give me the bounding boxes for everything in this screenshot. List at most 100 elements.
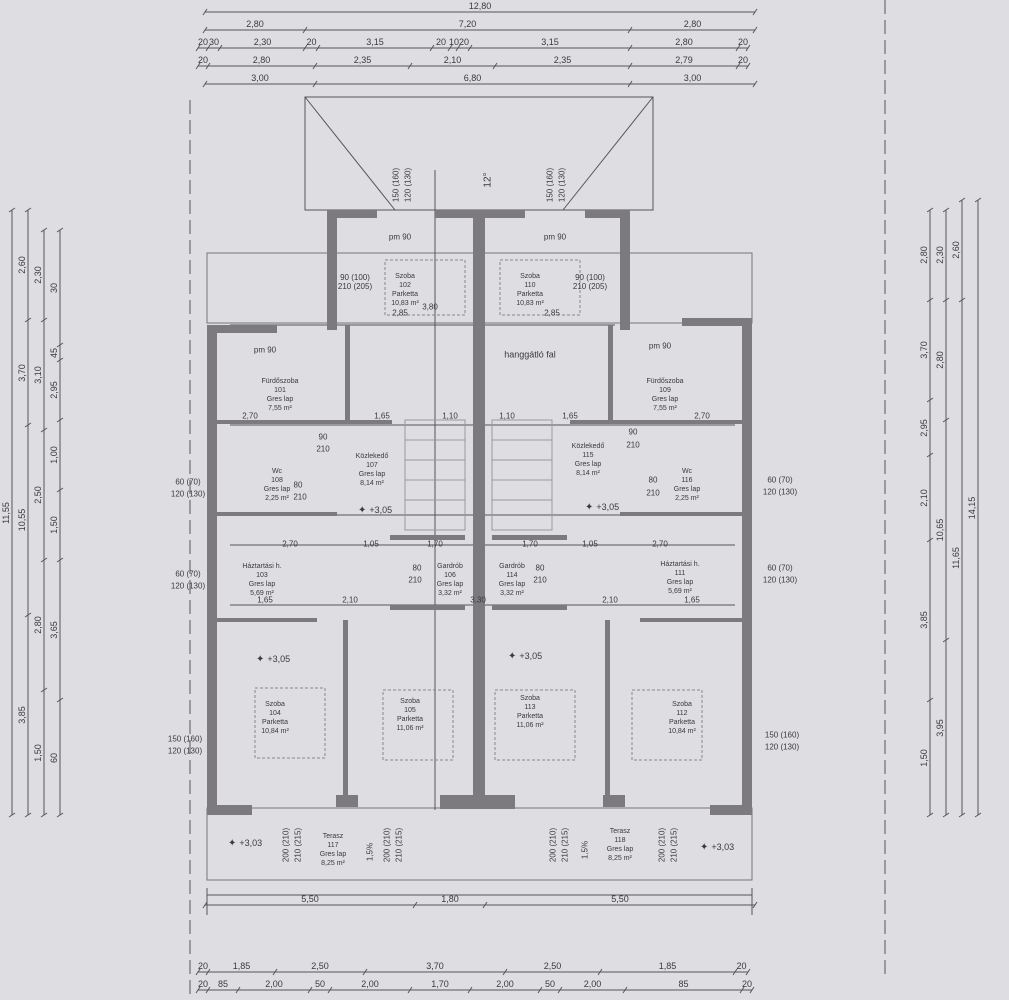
dimension-label: 6,80 bbox=[463, 73, 482, 83]
window-size-label: 120 (130) bbox=[762, 575, 798, 585]
dimension-line bbox=[627, 26, 633, 34]
room-name: Terasz bbox=[322, 833, 344, 840]
dimension-label: 1,85 bbox=[658, 961, 677, 971]
room-name: Wc bbox=[271, 468, 283, 475]
door-size-label: 90 (100) 210 (205) bbox=[337, 273, 373, 291]
dimension-line bbox=[56, 697, 64, 703]
dimension-line bbox=[942, 637, 950, 643]
dimension-line bbox=[926, 207, 934, 213]
room-number: 104 bbox=[269, 710, 281, 717]
room-name: Gardrób bbox=[499, 563, 525, 570]
dimension-line bbox=[40, 687, 48, 693]
dimension-label: 10,55 bbox=[17, 508, 27, 532]
dimension-line bbox=[40, 317, 48, 323]
dimension-label: 2,95 bbox=[49, 381, 59, 399]
dimension-line bbox=[974, 812, 982, 818]
door-height-label: 210 bbox=[626, 440, 640, 450]
room-area: 8,25 m² bbox=[321, 860, 345, 867]
room-floor: Gres lap bbox=[606, 846, 634, 853]
dimension-label: 1,50 bbox=[49, 516, 59, 534]
room-number: 108 bbox=[271, 477, 283, 484]
dimension-label: 2,80 bbox=[683, 19, 702, 29]
dimension-label: 85 bbox=[217, 979, 229, 989]
door-width-label: 80 bbox=[412, 563, 422, 573]
door-width-label: 90 bbox=[318, 432, 328, 442]
dimension-line bbox=[455, 44, 461, 52]
dimension-line bbox=[447, 44, 453, 52]
dimension-line bbox=[942, 297, 950, 303]
room-area: 10,84 m² bbox=[668, 728, 696, 735]
dimension-line bbox=[235, 986, 241, 994]
dimension-line bbox=[407, 62, 413, 70]
dimension-line bbox=[958, 297, 966, 303]
terrace-door-label: 200 (210) bbox=[382, 827, 392, 863]
dimension-label: 1,00 bbox=[49, 446, 59, 464]
dimension-line bbox=[745, 44, 751, 52]
dimension-label: 20 bbox=[197, 961, 209, 971]
dimension-label: 11,65 bbox=[951, 546, 961, 569]
room-area: 8,14 m² bbox=[576, 470, 600, 477]
roof-window-label: 150 (160) bbox=[391, 167, 401, 203]
dimension-line bbox=[56, 342, 64, 348]
dimension-label: 2,80 bbox=[246, 19, 264, 29]
window-size-label: 120 (130) bbox=[167, 746, 203, 756]
room-number: 112 bbox=[676, 710, 688, 717]
dimension-line bbox=[752, 26, 758, 34]
room-floor: Gres lap bbox=[498, 581, 526, 588]
dimension-label: 12,80 bbox=[468, 1, 492, 11]
dimension-line bbox=[315, 44, 321, 52]
slope-label-right: 1,5% bbox=[580, 840, 590, 860]
room-number: 118 bbox=[614, 837, 626, 844]
room-number: 111 bbox=[674, 570, 686, 577]
inner-dimension-label: 1,65 bbox=[684, 595, 700, 605]
dimension-label: 2,80 bbox=[935, 351, 945, 369]
room-name: Gardrób bbox=[437, 563, 463, 570]
dimension-label: 2,80 bbox=[252, 55, 271, 65]
dimension-line bbox=[8, 207, 16, 213]
dimension-line bbox=[56, 487, 64, 493]
room-floor: Gres lap bbox=[248, 581, 276, 588]
dimension-label: 3,15 bbox=[541, 37, 559, 47]
dimension-label: 10,65 bbox=[935, 518, 945, 542]
elevation-marker: +3,05 bbox=[585, 502, 619, 513]
inner-dimension-label: 2,70 bbox=[282, 539, 298, 549]
room-name: Szoba bbox=[265, 701, 285, 708]
dimension-line bbox=[974, 197, 982, 203]
inner-dimension-label: 2,70 bbox=[694, 411, 710, 421]
dimension-label: 2,60 bbox=[951, 241, 961, 259]
dimension-label: 20 bbox=[306, 37, 317, 47]
dimension-label: 30 bbox=[49, 282, 59, 293]
dimension-line bbox=[482, 901, 488, 909]
dimension-line bbox=[958, 812, 966, 818]
window-size-label: 120 (130) bbox=[762, 487, 798, 497]
door-width-label: 90 bbox=[628, 427, 638, 437]
dimension-label: 20 bbox=[737, 55, 749, 65]
room-floor: Gres lap bbox=[263, 486, 291, 493]
dimension-label: 2,30 bbox=[33, 266, 43, 284]
dimension-line bbox=[202, 26, 208, 34]
dimension-line bbox=[56, 227, 64, 233]
dimension-line bbox=[272, 968, 278, 976]
dimension-line bbox=[40, 812, 48, 818]
dimension-line bbox=[407, 986, 413, 994]
dimension-line bbox=[732, 968, 738, 976]
room-floor: Gres lap bbox=[319, 851, 347, 858]
door-height-label: 210 bbox=[408, 575, 422, 585]
inner-dimension-label: 1,70 bbox=[427, 539, 443, 549]
window-label: pm 90 bbox=[388, 232, 412, 242]
inner-dimension-label: 1,65 bbox=[257, 595, 273, 605]
dimension-line bbox=[752, 8, 758, 16]
room-name: Közlekedő bbox=[571, 443, 605, 450]
room-name: Fürdőszoba bbox=[646, 378, 684, 385]
room-area: 11,06 m² bbox=[396, 725, 424, 732]
dimension-label: 14,15 bbox=[967, 496, 977, 519]
elevation-marker: +3,05 bbox=[508, 651, 542, 662]
roof-pitch-label: 12° bbox=[482, 172, 494, 188]
window-size-label: 60 (70) bbox=[767, 563, 793, 573]
dimension-line bbox=[557, 986, 563, 994]
